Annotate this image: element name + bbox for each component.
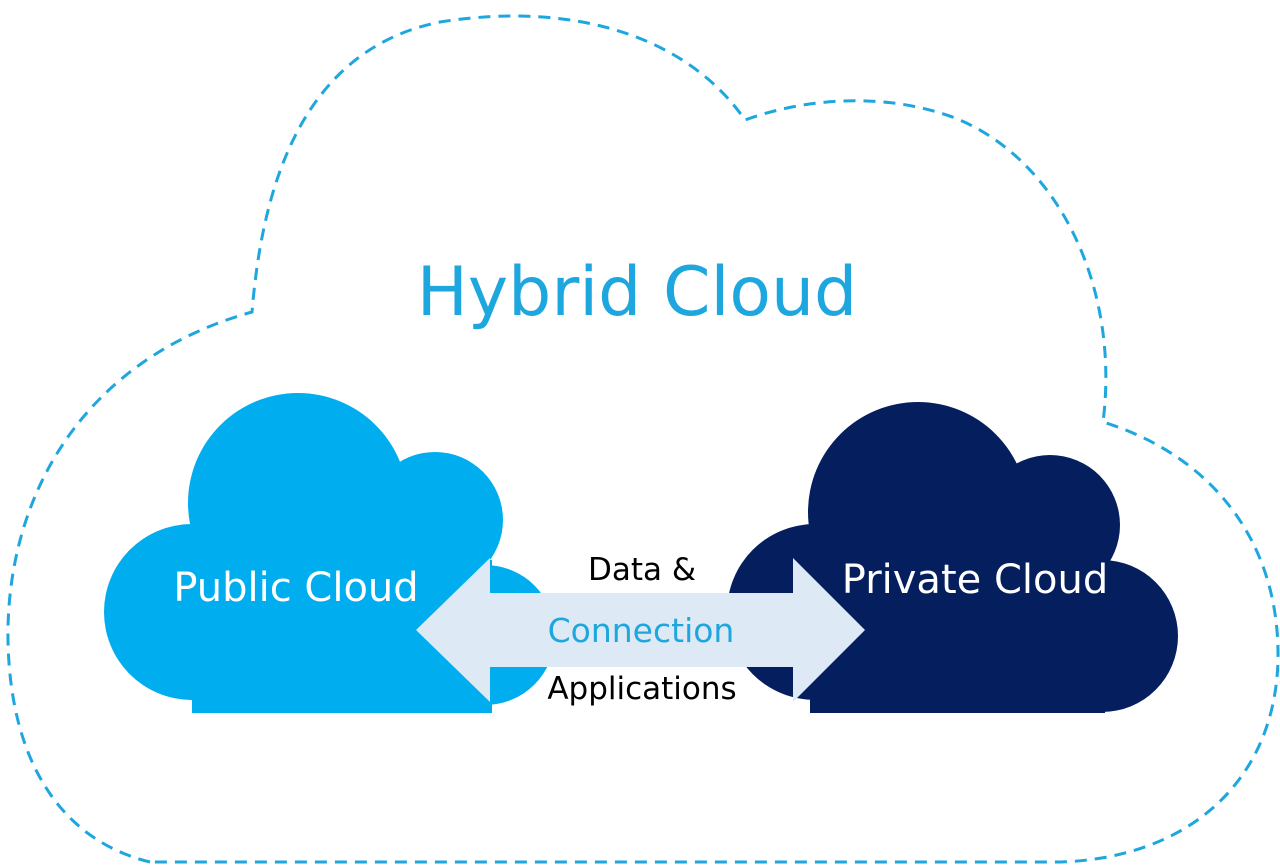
connection-bottom-label: Applications <box>547 671 736 707</box>
public-cloud-label: Public Cloud <box>173 565 418 611</box>
connection-arrow <box>416 558 865 702</box>
connection-top-label: Data & <box>588 552 696 588</box>
connection-middle-label: Connection <box>548 611 735 650</box>
private-cloud-label: Private Cloud <box>842 557 1108 603</box>
hybrid-cloud-outline <box>6 14 1280 864</box>
hybrid-cloud-title: Hybrid Cloud <box>417 253 857 332</box>
